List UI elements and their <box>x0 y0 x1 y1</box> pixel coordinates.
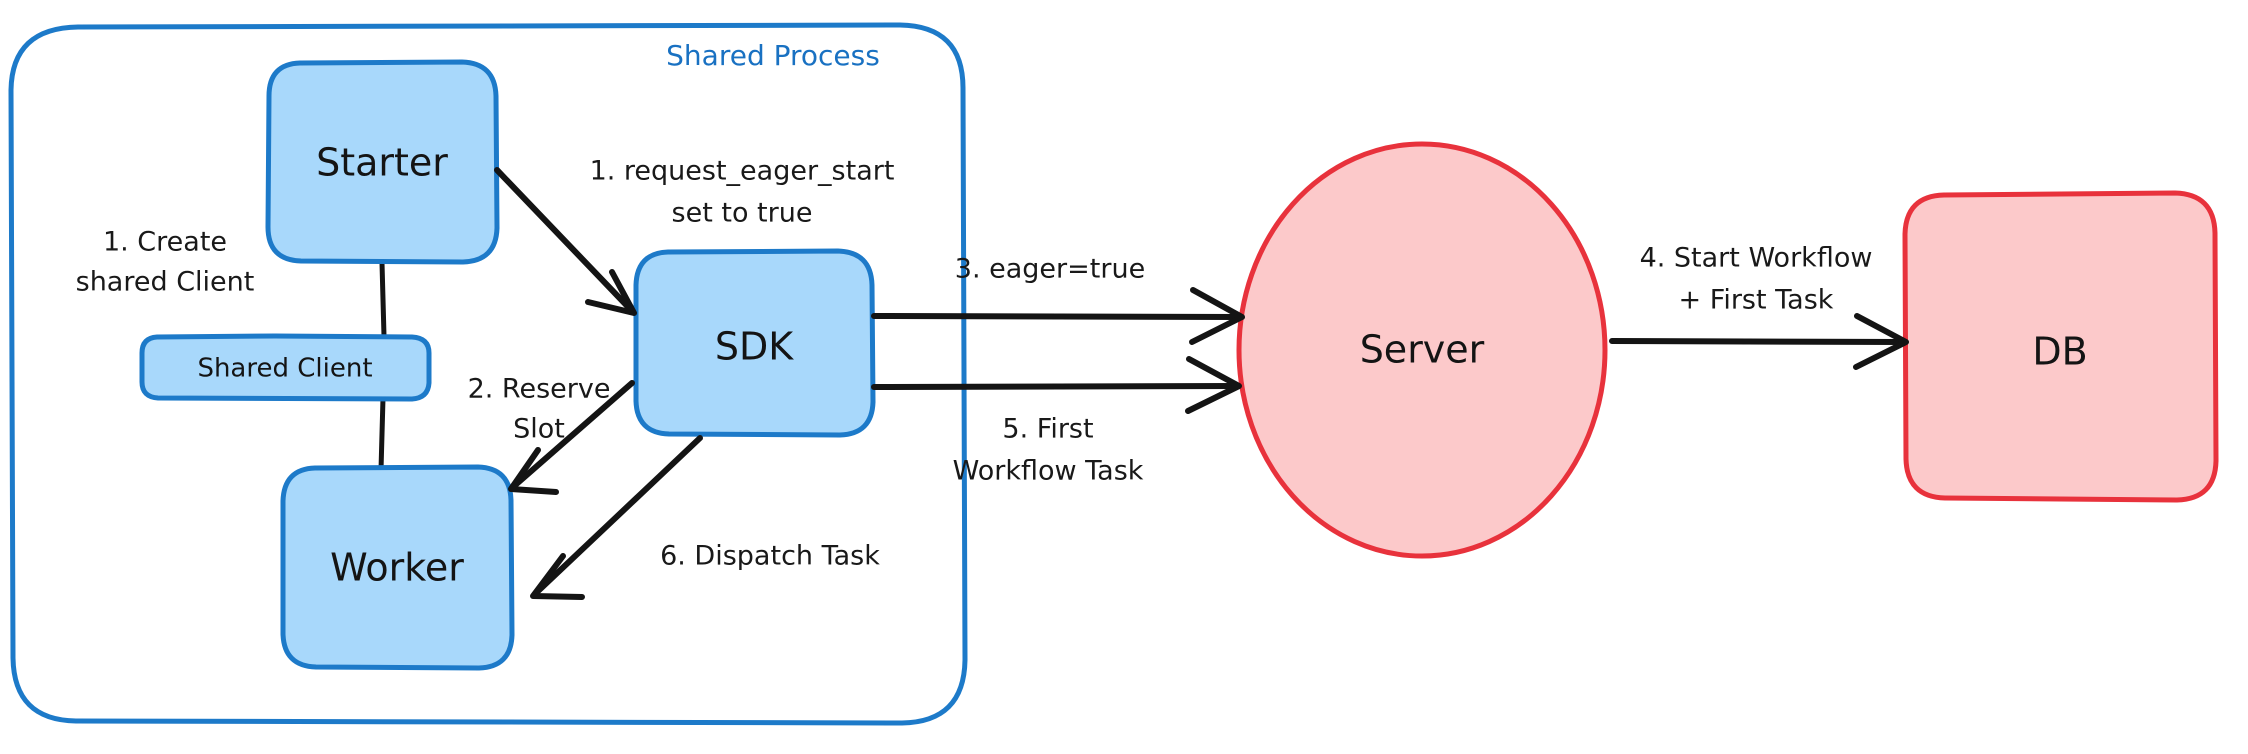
server-label: Server <box>1360 328 1485 372</box>
node-starter[interactable]: Starter <box>265 59 500 265</box>
edge-arrowhead-reserve-slot <box>508 447 559 495</box>
edge-line-eager-true <box>871 313 1242 320</box>
edge-arrowhead-start-workflow-first-task <box>1853 313 1909 370</box>
shared-process-boundary <box>8 22 968 726</box>
connector-sharedclient-worker <box>378 395 386 473</box>
sdk-label: SDK <box>715 325 794 369</box>
edge-line-request-eager-start <box>494 167 635 314</box>
edge-line-start-workflow-first-task <box>1609 338 1906 345</box>
node-sdk[interactable]: SDK <box>633 248 876 438</box>
edge-line-reserve-slot <box>510 380 635 490</box>
edge-request-eager-start: 1. request_eager_start set to true <box>494 156 895 316</box>
edge-eager-true: 3. eager=true <box>871 254 1245 345</box>
edge-label-start-workflow-first-task-line1: 4. Start Workflow <box>1640 243 1873 274</box>
node-server[interactable]: Server <box>1236 141 1608 559</box>
edge-label-start-workflow-first-task-line2: + First Task <box>1679 285 1834 316</box>
edge-create-shared-client: 1. Create shared Client <box>76 227 255 298</box>
edge-line-dispatch-task <box>532 435 703 597</box>
sdk-box <box>633 248 876 438</box>
server-ellipse <box>1236 141 1608 559</box>
worker-label: Worker <box>330 546 464 590</box>
edge-label-request-eager-start-line2: set to true <box>672 198 813 229</box>
edge-dispatch-task: 6. Dispatch Task <box>530 435 880 600</box>
db-label: DB <box>2032 330 2087 374</box>
connector-starter-sharedclient <box>379 260 387 339</box>
edge-arrowhead-first-workflow-task <box>1185 356 1242 414</box>
edge-label-dispatch-task: 6. Dispatch Task <box>660 541 880 572</box>
edge-label-first-workflow-task-line1: 5. First <box>1002 414 1093 445</box>
edge-line-first-workflow-task <box>871 383 1239 390</box>
node-db[interactable]: DB <box>1902 190 2219 503</box>
edge-label-create-shared-client-line1: 1. Create <box>103 227 227 258</box>
db-box <box>1902 190 2219 503</box>
edge-label-reserve-slot-line1: 2. Reserve <box>468 374 611 405</box>
edge-label-request-eager-start-line1: 1. request_eager_start <box>590 156 895 187</box>
edge-arrowhead-eager-true <box>1189 287 1245 345</box>
shared-client-label: Shared Client <box>197 354 372 384</box>
starter-box <box>265 59 500 265</box>
shared-process-group[interactable]: Shared Process <box>8 22 968 726</box>
edge-label-reserve-slot-line2: Slot <box>513 414 565 445</box>
shared-client-box <box>139 333 432 402</box>
edge-reserve-slot: 2. Reserve Slot <box>468 374 635 495</box>
starter-label: Starter <box>316 141 448 185</box>
edge-label-create-shared-client-line2: shared Client <box>76 267 255 298</box>
edge-arrowhead-request-eager-start <box>585 269 637 316</box>
edge-start-workflow-first-task: 4. Start Workflow + First Task <box>1609 243 1909 370</box>
edge-label-eager-true: 3. eager=true <box>955 254 1145 285</box>
edge-arrowhead-dispatch-task <box>530 553 585 600</box>
edge-label-first-workflow-task-line2: Workflow Task <box>953 456 1144 487</box>
node-worker[interactable]: Worker <box>280 464 515 671</box>
node-shared-client[interactable]: Shared Client <box>139 333 432 402</box>
edge-first-workflow-task: 5. First Workflow Task <box>871 356 1242 487</box>
worker-box <box>280 464 515 671</box>
shared-process-title: Shared Process <box>666 39 880 72</box>
